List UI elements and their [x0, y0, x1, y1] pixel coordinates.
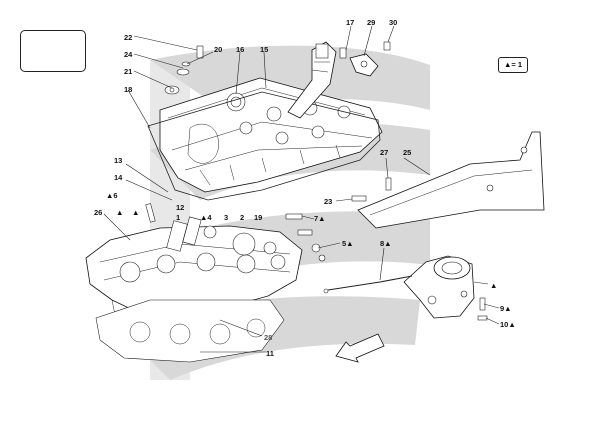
support-bracket[interactable]	[357, 131, 545, 229]
camshaft-sensor[interactable]	[339, 41, 391, 77]
callout-21: 21	[124, 67, 132, 76]
callout-16: 16	[236, 45, 244, 54]
bracket-bolts[interactable]	[351, 177, 392, 202]
callout-22: 22	[124, 33, 132, 42]
callout-1: 1	[176, 213, 180, 222]
callout-11: 11	[266, 349, 274, 358]
ignition-coil[interactable]	[287, 41, 337, 119]
bolt-6[interactable]	[145, 203, 156, 223]
callout-triangle-b: ▲	[132, 208, 139, 217]
callout-20: 20	[214, 45, 222, 54]
callout-27: 27	[380, 148, 388, 157]
callout-30: 30	[389, 18, 397, 27]
callout-triangle-c: ▲	[490, 281, 497, 290]
oil-filler-housing[interactable]	[403, 255, 475, 319]
valvetrain-parts[interactable]	[166, 216, 256, 256]
callout-5: 5▲	[342, 239, 354, 248]
callout-25: 25	[403, 148, 411, 157]
callout-2: 2	[240, 213, 244, 222]
callout-26: 26	[94, 208, 102, 217]
dipstick-tube[interactable]	[323, 275, 413, 294]
small-hardware[interactable]	[285, 213, 488, 321]
callout-15: 15	[260, 45, 268, 54]
callout-23: 23	[324, 197, 332, 206]
legend-text: ▲= 1	[503, 60, 523, 69]
callout-24: 24	[124, 50, 133, 59]
callout-12: 12	[176, 203, 184, 212]
inset-detail-box	[20, 30, 86, 72]
legend-box: ▲= 1	[498, 57, 528, 73]
callout-29: 29	[367, 18, 375, 27]
callout-8: 8▲	[380, 239, 392, 248]
callout-17: 17	[346, 18, 354, 27]
direction-arrow	[335, 333, 385, 363]
callout-7: 7▲	[314, 214, 326, 223]
callout-6: ▲6	[106, 191, 118, 200]
callout-10: 10▲	[500, 320, 516, 329]
callout-9: 9▲	[500, 304, 512, 313]
callout-19: 19	[254, 213, 262, 222]
callout-28: 28	[264, 333, 272, 342]
callout-3: 3	[224, 213, 228, 222]
head-gasket[interactable]	[95, 299, 285, 363]
callout-18: 18	[124, 85, 132, 94]
callout-14: 14	[114, 173, 123, 182]
cover-fasteners[interactable]	[164, 45, 204, 95]
callout-triangle-a: ▲	[116, 208, 123, 217]
callout-4: ▲4	[200, 213, 212, 222]
cylinder-head-cover[interactable]	[159, 77, 383, 193]
callout-13: 13	[114, 156, 122, 165]
callout-labels: 22 24 21 18 20 16 15 17 29 30 31 13 14 ▲…	[68, 18, 516, 358]
